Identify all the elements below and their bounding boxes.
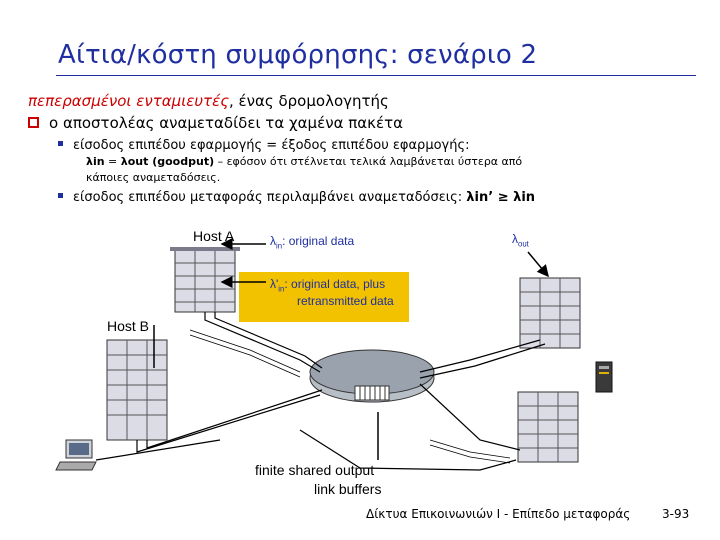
host-a-server-icon	[170, 247, 240, 312]
router-icon	[310, 350, 434, 402]
host-b-label: Host B	[107, 318, 149, 334]
lambda-in-text: : original data	[282, 234, 354, 248]
pc-tower-icon	[596, 362, 612, 392]
host-a-label: Host A	[193, 228, 234, 244]
footer-course: Δίκτυα Επικοινωνιών Ι - Επίπεδο μεταφορά…	[366, 507, 630, 521]
retransmit-label-line2: retransmitted data	[297, 294, 394, 308]
buffer-label-line2: link buffers	[314, 481, 381, 497]
buffer-label-line1: finite shared output	[255, 462, 374, 478]
retrans-text1: : original data, plus	[284, 277, 385, 291]
retransmit-label-line1: λ'in: original data, plus	[270, 277, 385, 293]
receiver-server-2-icon	[518, 392, 578, 462]
page-number: 3-93	[662, 507, 689, 521]
lambda-in-label: λin: original data	[270, 234, 354, 250]
lambda-out-arrow	[528, 252, 548, 276]
lambda-out-label: λout	[512, 232, 529, 248]
lambda-out-subscript: out	[518, 239, 529, 248]
laptop-icon	[56, 440, 96, 470]
host-b-server-icon	[107, 340, 167, 440]
receiver-server-icon	[520, 278, 580, 348]
